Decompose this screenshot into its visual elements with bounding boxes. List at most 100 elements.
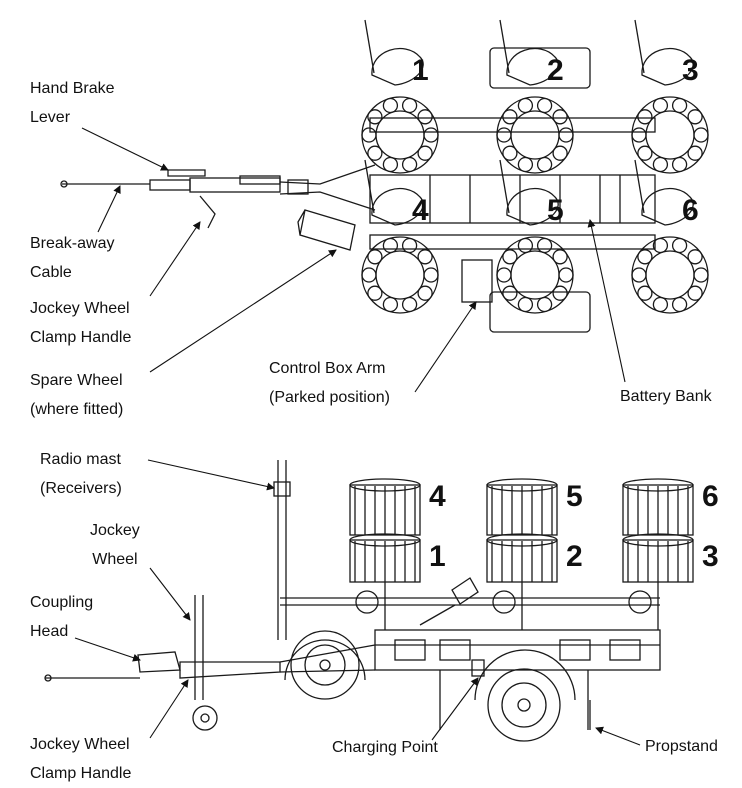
clay-holder [536,237,553,254]
clay-holder [423,267,439,283]
leader-control-box-arm [414,301,477,393]
label-line: Charging Point [332,739,438,756]
label-line: Jockey Wheel [30,300,130,317]
clay-holder [558,267,574,283]
label-line: Lever [30,109,71,126]
carousel-arm [364,19,375,74]
label-line: Jockey [90,522,140,539]
leader-hand-brake [81,127,169,171]
frame-top [369,47,656,333]
label-jockey-wheel-clamp-handle-top: Jockey Wheel Clamp Handle [30,294,131,352]
clay-holder [687,285,703,301]
carousel-flap [641,48,694,86]
carousel-stack-side: 63 [622,478,719,630]
clay-holder [671,296,688,313]
clay-holder [367,249,383,265]
clay-holder [361,127,377,143]
label-jockey-wheel-clamp-handle-side: Jockey Wheel Clamp Handle [30,730,131,788]
throw-motor [492,590,516,614]
clay-holder [382,237,399,254]
clay-holder [693,127,709,143]
label-breakaway-cable: Break-away Cable [30,229,114,287]
label-line: Coupling [30,594,94,611]
carousel-top: 1 [361,19,439,174]
carousel-top: 4 [361,159,439,314]
carousel-ring-outer [361,96,439,174]
label-propstand: Propstand [645,732,718,761]
leader-radio-mast [147,459,275,491]
leader-jockey-wheel [149,567,191,621]
clay-holder [687,109,703,125]
carousel-top: 2 [496,19,574,174]
label-line: Radio mast [40,451,121,468]
carousel-ring-inner [375,250,425,300]
clay-holder [637,285,653,301]
clay-holder [502,109,518,125]
carousel-number: 1 [429,540,446,573]
clay-holder [652,156,669,173]
drawbar-top [60,164,376,229]
label-coupling-head: Coupling Head [30,588,93,646]
carousel-flap [506,48,559,86]
clay-holder [637,109,653,125]
carousel-number: 4 [429,480,446,513]
carousel-number: 3 [682,54,699,87]
clay-holder [417,109,433,125]
label-spare-wheel: Spare Wheel (where fitted) [30,366,123,424]
label-hand-brake-lever: Hand Brake Lever [30,74,115,132]
clay-holder [502,285,518,301]
clay-holder [687,249,703,265]
clay-holder [417,145,433,161]
carousel-ring-outer [631,236,709,314]
clay-holder [536,296,553,313]
label-line: Control Box Arm [269,360,386,377]
clay-holder [496,127,512,143]
clay-holder [517,296,534,313]
drawbar-side [44,595,376,731]
road-wheel-front [290,630,360,700]
leader-lines [74,127,641,746]
clay-holder [536,156,553,173]
clay-holder [693,267,709,283]
clay-holder [687,145,703,161]
label-line: Jockey Wheel [30,736,130,753]
spare-wheel [297,209,356,251]
carousel-top: 6 [631,159,709,314]
label-charging-point: Charging Point [332,733,438,762]
label-radio-mast: Radio mast (Receivers) [40,445,122,503]
clay-holder [671,156,688,173]
clay-holder [552,285,568,301]
clay-holder [552,109,568,125]
clay-holder [637,249,653,265]
carousel-number: 2 [566,540,583,573]
carousel-flap [506,188,559,226]
carousel-ring-inner [645,110,695,160]
clay-holder [496,267,512,283]
clay-holder [502,145,518,161]
control-box [461,259,493,303]
control-box-arm [419,577,479,626]
label-line: Propstand [645,738,718,755]
carousel-ring-inner [645,250,695,300]
carousel-arm [499,19,510,74]
label-line: (where fitted) [30,401,124,418]
clay-holder [401,156,418,173]
road-wheel-rear [487,668,561,742]
carousel-arm [364,159,375,214]
carousel-stack-side: 52 [486,478,583,630]
carousel-arm [634,159,645,214]
clay-holder [382,296,399,313]
leader-battery-bank [587,219,626,383]
clay-holder [517,156,534,173]
label-line: (Parked position) [269,389,390,406]
label-line: Hand Brake [30,80,115,97]
mudguard [284,639,576,701]
carousel-arm [634,19,645,74]
carousel-number: 1 [412,54,429,87]
label-line: Wheel [92,551,138,568]
